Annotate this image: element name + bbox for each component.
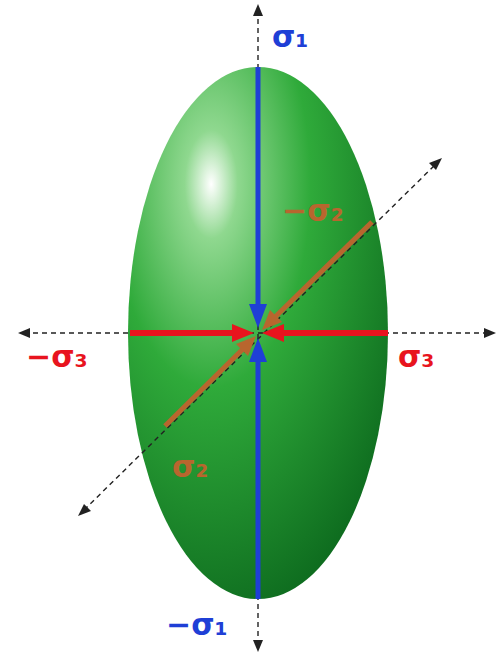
sigma3-arrows [130,324,388,342]
principal-stress-label: σ₁ [272,22,309,52]
axis-arrowheads [18,4,496,652]
principal-stress-label: −σ₂ [282,196,344,226]
sigma2-arrows [165,222,372,426]
axes [24,10,490,646]
principal-stress-label: σ₃ [398,342,435,372]
principal-stress-label: −σ₃ [26,342,88,372]
principal-stress-label: σ₂ [172,452,209,482]
sigma1-arrows [249,67,267,599]
principal-stress-label: −σ₁ [166,610,228,640]
